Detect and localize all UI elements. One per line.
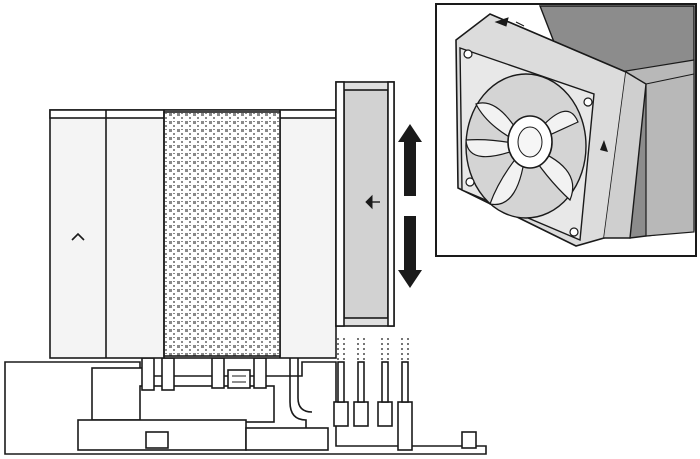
heatpipe-bend bbox=[289, 358, 307, 428]
heatpipe-3 bbox=[211, 357, 225, 389]
ram-modules bbox=[333, 361, 413, 451]
cooler-tower bbox=[49, 109, 337, 359]
cooler-logo-chevron-icon bbox=[71, 232, 85, 241]
fan-side-view bbox=[335, 81, 395, 327]
ram-slot-2 bbox=[353, 401, 369, 427]
ram-clearance-lines bbox=[337, 338, 409, 362]
standoff-right bbox=[461, 431, 477, 449]
ram-stick-2 bbox=[357, 361, 365, 403]
heatpipes bbox=[141, 357, 313, 428]
fan-frame-inner bbox=[343, 89, 389, 319]
screw-hole-icon bbox=[465, 177, 475, 187]
heatpipe-4 bbox=[253, 357, 267, 389]
screw-hole-icon bbox=[569, 227, 579, 237]
inset-closeup bbox=[435, 3, 697, 257]
direction-arrows bbox=[398, 124, 422, 288]
up-arrow-icon bbox=[398, 124, 422, 196]
ram-stick-4 bbox=[401, 361, 409, 403]
ram-slot-3 bbox=[377, 401, 393, 427]
ram-stick-1 bbox=[337, 361, 345, 403]
inset-rotation-arrow-icon bbox=[600, 140, 608, 152]
ram-slot-1 bbox=[333, 401, 349, 427]
inset-screw-holes bbox=[463, 49, 593, 237]
contact-block bbox=[227, 369, 251, 389]
screw-hole-icon bbox=[583, 97, 593, 107]
ram-stick-3 bbox=[381, 361, 389, 403]
heatpipe-1 bbox=[141, 357, 155, 391]
inset-airflow-arrow-icon bbox=[494, 17, 525, 27]
heatpipe-2 bbox=[161, 357, 175, 391]
retention-plate bbox=[139, 385, 275, 423]
heatsink-fins bbox=[163, 111, 281, 357]
screw-hole-icon bbox=[463, 49, 473, 59]
motherboard-assembly bbox=[4, 361, 487, 455]
mounting-bracket bbox=[91, 367, 145, 421]
backplate-center bbox=[245, 427, 329, 451]
ram-slot-4 bbox=[397, 401, 413, 451]
socket-clip bbox=[145, 431, 169, 449]
down-arrow-icon bbox=[398, 216, 422, 288]
